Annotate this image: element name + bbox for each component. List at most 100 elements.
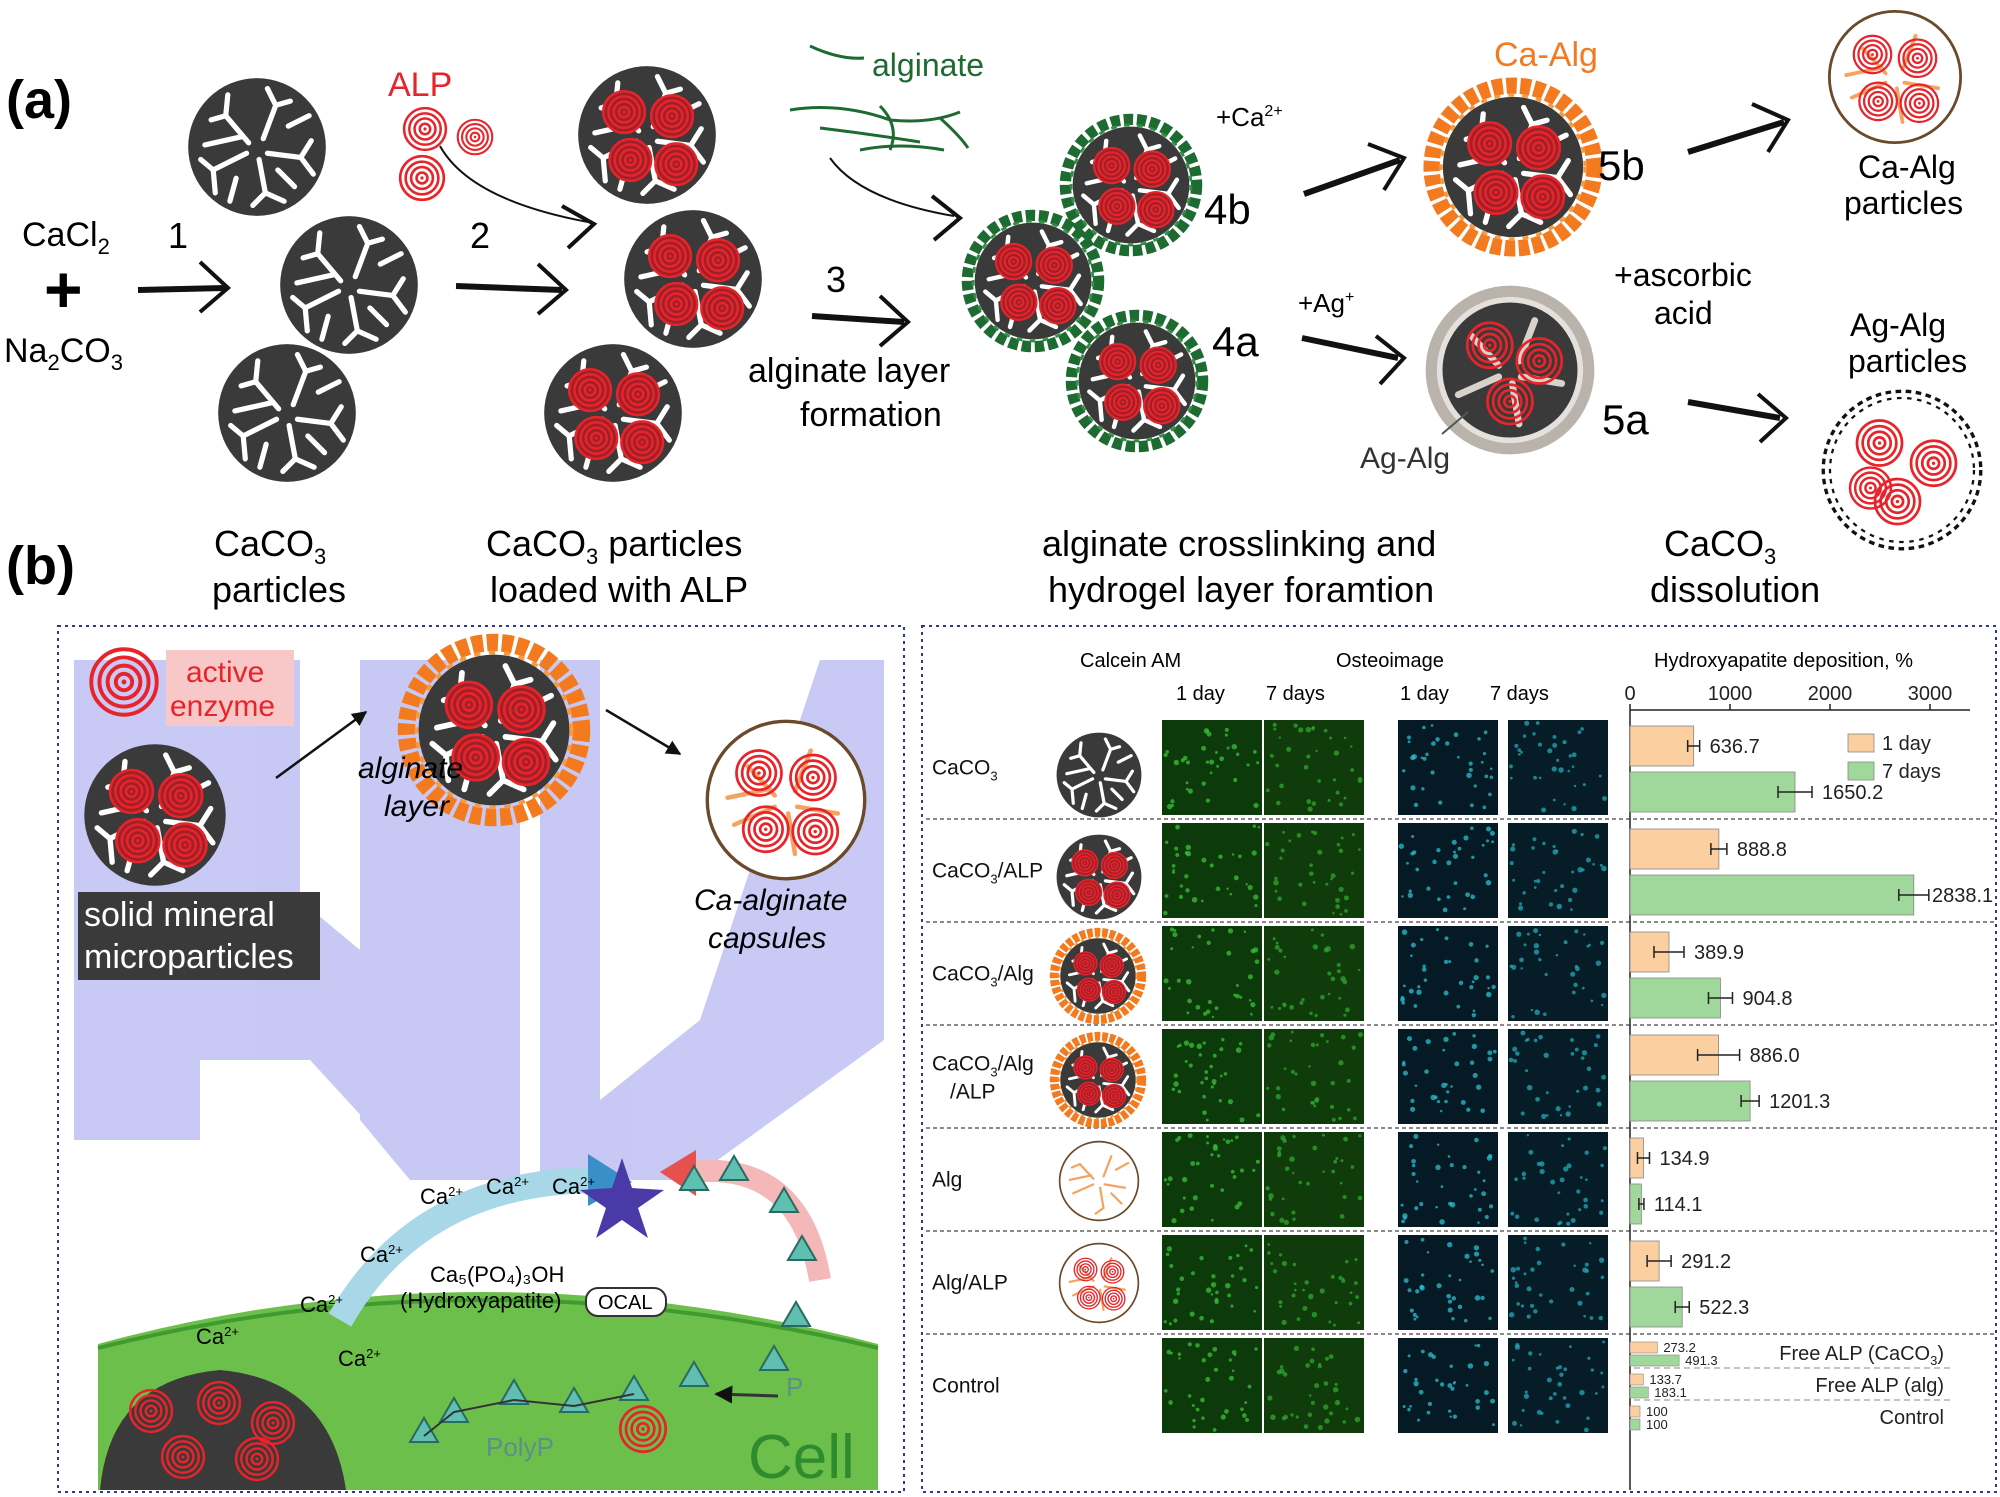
ca-alg-particle <box>1829 11 1960 142</box>
control-bar-label: Control <box>1880 1407 1944 1429</box>
step-5b-arrow <box>1687 119 1785 155</box>
control-bar <box>1629 1405 1641 1418</box>
control-bar-label: Free ALP (CaCO3) <box>1779 1343 1944 1368</box>
active-enzyme-box <box>166 650 294 726</box>
solid-microparticle <box>84 744 225 885</box>
p-label: P <box>786 1372 803 1402</box>
alp-enzyme-icon-3 <box>398 154 446 202</box>
bar <box>1629 771 1796 813</box>
svg-text:Ca2+: Ca2+ <box>552 1174 595 1199</box>
row-labels: CaCO3CaCO3/ALPCaCO3/AlgCaCO3/Alg/ALPAlgA… <box>932 757 1043 1398</box>
micrograph-image <box>1398 926 1498 1021</box>
caco3-particle-1 <box>188 78 326 216</box>
micrograph-image <box>1398 1132 1498 1227</box>
ca-ion-label: +Ca2+ <box>1216 102 1283 132</box>
bar-value-label: 1650.2 <box>1822 782 1883 804</box>
row-label: CaCO3 <box>932 757 998 784</box>
micrograph-image <box>1398 1029 1498 1124</box>
legend-label: 7 days <box>1882 761 1941 783</box>
alp-label: ALP <box>388 66 452 104</box>
cell-enzyme-2 <box>196 1380 242 1426</box>
loaded-particle-3 <box>544 344 682 482</box>
micrograph-image <box>1398 823 1498 918</box>
loaded-particle-2 <box>624 210 762 348</box>
bar <box>1629 1286 1683 1328</box>
control-bar-label: Free ALP (alg) <box>1815 1375 1944 1397</box>
alginate-feed-arrow <box>829 157 955 217</box>
ca-flow-arrow <box>328 1167 601 1327</box>
micrograph-image <box>1398 720 1498 815</box>
micrograph-image <box>1398 1338 1498 1433</box>
plus-sign: + <box>44 252 83 326</box>
micrograph-image <box>1162 1338 1262 1433</box>
caption-dissolution-line2: dissolution <box>1650 569 1820 610</box>
caption-caco3-line2: particles <box>212 569 346 610</box>
alp-feed-arrow <box>439 145 589 223</box>
ag-alg-coated-particle <box>1431 291 1589 449</box>
micrograph-image <box>1264 1235 1364 1330</box>
col-osteo-7days: 7 days <box>1490 683 1549 705</box>
micrograph-image <box>1398 1235 1498 1330</box>
ca-alg-particles-line2: particles <box>1844 185 1963 221</box>
micrograph-image <box>1162 720 1262 815</box>
row-icon-alg-alp <box>1060 1244 1139 1323</box>
bar-value-label: 1201.3 <box>1769 1091 1830 1113</box>
control-bar-value: 100 <box>1646 1404 1668 1419</box>
micrograph-image <box>1162 1132 1262 1227</box>
phosphate-triangles <box>408 1154 818 1443</box>
bar-value-label: 886.0 <box>1750 1045 1800 1067</box>
micrograph-image <box>1508 1338 1608 1433</box>
ca-alg-label: Ca-Alg <box>1494 36 1598 74</box>
reactant-cacl2: CaCl2 <box>22 216 110 259</box>
control-bar <box>1629 1341 1658 1354</box>
step-3-arrow <box>811 313 905 325</box>
panel-b-schematic: active enzyme solid mineral microparticl… <box>57 625 905 1493</box>
caco3-particle-3 <box>218 344 356 482</box>
bar-value-label: 636.7 <box>1710 736 1760 758</box>
bar <box>1629 977 1721 1019</box>
svg-text:Ca2+: Ca2+ <box>420 1184 463 1209</box>
micrograph-image <box>1264 926 1364 1021</box>
chart-tick-label: 3000 <box>1908 683 1953 705</box>
ascorbic-line1: +ascorbic <box>1614 257 1752 293</box>
hydroxyapatite-name: (Hydroxyapatite) <box>400 1288 561 1313</box>
step-3-arrowhead <box>878 294 912 348</box>
cell-label: Cell <box>748 1423 855 1492</box>
hydroxyapatite-star-icon <box>580 1158 664 1238</box>
bar-value-label: 904.8 <box>1742 988 1792 1010</box>
alp-enzyme-icon-2 <box>456 118 494 156</box>
panel-b-label: (b) <box>6 536 75 596</box>
micrograph-image <box>1508 720 1608 815</box>
control-bar-value: 183.1 <box>1654 1385 1687 1400</box>
micrograph-image <box>1264 1132 1364 1227</box>
bar <box>1629 725 1695 767</box>
active-enzyme-line2: enzyme <box>170 690 275 723</box>
step-5b-arrowhead <box>1751 102 1791 154</box>
micrograph-grid <box>1162 720 1608 1433</box>
ag-ion-label: +Ag+ <box>1298 288 1354 318</box>
panel-a-label: (a) <box>6 70 72 130</box>
alginate-layer-line2: layer <box>384 790 450 823</box>
alp-enzyme-icon-1 <box>402 106 448 152</box>
cell-enzyme-5 <box>234 1436 280 1482</box>
col-osteo: Osteoimage <box>1336 650 1444 672</box>
bar-value-label: 888.8 <box>1737 839 1787 861</box>
control-bar-value: 273.2 <box>1663 1340 1696 1355</box>
ca-ions: Ca2+ Ca2+ Ca2+ Ca2+ Ca2+ Ca2+ Ca2+ <box>196 1174 595 1371</box>
step-4b-arrowhead <box>1367 142 1407 192</box>
bar-value-label: 114.1 <box>1654 1194 1703 1216</box>
micrograph-image <box>1264 1029 1364 1124</box>
legend-swatch <box>1847 733 1875 753</box>
bar-value-label: 291.2 <box>1681 1251 1731 1273</box>
micrograph-image <box>1508 1235 1608 1330</box>
alginate-strands-icon <box>789 44 970 152</box>
micrograph-image <box>1162 926 1262 1021</box>
row-icon-alg <box>1058 1140 1140 1222</box>
bar <box>1629 874 1915 916</box>
step-5a-arrowhead <box>1756 392 1790 444</box>
micrograph-image <box>1508 926 1608 1021</box>
ag-alg-label: Ag-Alg <box>1360 442 1450 475</box>
membrane-enzyme-icon <box>618 1404 668 1454</box>
legend-label: 1 day <box>1882 733 1931 755</box>
ca-alg-particles-line1: Ca-Alg <box>1858 149 1956 185</box>
